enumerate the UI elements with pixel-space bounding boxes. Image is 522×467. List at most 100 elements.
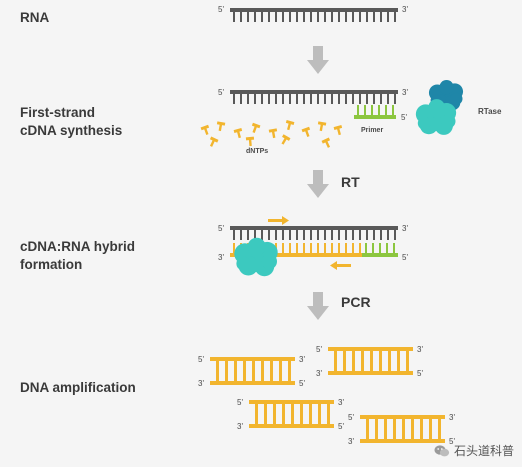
rna-template-base <box>331 12 333 22</box>
dna-duplex-2-base-pair <box>397 351 400 371</box>
duplex-1-5prime-right: 5' <box>299 379 305 388</box>
dntp-4-stem <box>271 130 276 139</box>
rna-template-3-base <box>261 230 263 240</box>
rna-template-2-base <box>275 94 277 104</box>
rna-template-base <box>247 12 249 22</box>
rna-template-base <box>359 12 361 22</box>
dna-duplex-3-base-pair <box>273 404 276 424</box>
rna-5prime: 5' <box>218 5 224 14</box>
rna-template-2-base <box>331 94 333 104</box>
dna-duplex-4-base-pair <box>420 419 423 439</box>
rna-template-base <box>303 12 305 22</box>
step-label-amplification: DNA amplification <box>20 380 136 395</box>
dntp-5-stem <box>287 122 292 131</box>
rna-template-3 <box>230 226 398 240</box>
rna-template-3-base <box>303 230 305 240</box>
cdna-strand-base <box>289 243 291 253</box>
cdna-strand-base <box>359 243 361 253</box>
dna-duplex-4 <box>360 415 445 443</box>
dntp-5-bar <box>285 120 295 126</box>
dna-duplex-2-base-pair <box>361 351 364 371</box>
down-arrow-pcr-shaft <box>313 292 323 306</box>
down-arrow-rt-shaft <box>313 170 323 184</box>
primer-5prime: 5' <box>401 113 407 122</box>
dntp-9-bar <box>209 136 219 143</box>
rna-3prime: 3' <box>402 5 408 14</box>
dntp-1-stem <box>218 123 223 132</box>
cdna-rna-hybrid-group <box>230 216 398 277</box>
rna-template-base <box>296 12 298 22</box>
direction-arrow-top-head <box>282 216 289 225</box>
dntp-6-bar <box>301 126 311 133</box>
dna-duplex-4-base-pair <box>384 419 387 439</box>
dntp-11 <box>281 134 291 145</box>
down-arrow-rt-head <box>307 184 329 198</box>
rna-template-2-base <box>233 94 235 104</box>
dntp-3-stem <box>252 125 258 133</box>
direction-arrow-bottom-shaft <box>337 264 351 267</box>
dna-duplex-4-base-pair <box>375 419 378 439</box>
dntp-12-bar <box>321 137 331 144</box>
dntp-10-bar <box>245 136 255 141</box>
rna-template-base <box>240 12 242 22</box>
rtase-enzyme-2-lobe <box>261 253 277 270</box>
dntp-12-stem <box>324 140 331 148</box>
rna-template-3-base <box>380 230 382 240</box>
rna-strand <box>230 8 398 22</box>
dna-duplex-1-base-pair <box>252 361 255 381</box>
rna-template-2-base <box>380 94 382 104</box>
strand-end-labels: 5'3'5'3'5'5'3'3'5'5'3'3'5'5'3'3'5'5'3'3'… <box>198 5 455 446</box>
dntp-0-stem <box>203 127 209 135</box>
step-label-hybrid: cDNA:RNA hybrid formation <box>20 238 135 274</box>
rtase-enzyme-2-lobe <box>247 237 266 256</box>
rtase-enzyme-blue-lobe <box>439 80 454 95</box>
cdna-strand-base <box>282 243 284 253</box>
duplex-4-3prime-left: 3' <box>348 437 354 446</box>
dntp-11-stem <box>281 137 288 145</box>
rna-template-2-base <box>254 94 256 104</box>
rna-template-2 <box>230 90 398 104</box>
rna-template-base <box>338 12 340 22</box>
dna-duplex-4-base-pair <box>393 419 396 439</box>
rna-template-2-base <box>268 94 270 104</box>
watermark: 石头道科普 <box>434 442 514 459</box>
rna-template-base <box>387 12 389 22</box>
dntp-0-bar <box>200 124 210 131</box>
dntp-2-bar <box>233 128 243 134</box>
dna-duplex-4-base-pair <box>411 419 414 439</box>
primer-strand-2-base <box>393 243 395 253</box>
rna-template-base <box>233 12 235 22</box>
dntp-7-stem <box>319 123 324 132</box>
dna-duplex-1-base-pair <box>279 361 282 381</box>
dna-duplex-3-base-pair <box>309 404 312 424</box>
dna-duplex-2 <box>328 347 413 375</box>
dntp-5 <box>285 120 295 131</box>
rna-template-2-base <box>359 94 361 104</box>
dna-duplex-1-top-strand <box>210 357 295 361</box>
rna-template-3-base <box>310 230 312 240</box>
dntp-2 <box>233 128 243 139</box>
primer-strand-2-backbone <box>362 253 398 257</box>
dna-duplex-1-base-pair <box>288 361 291 381</box>
dna-duplex-4-base-pair <box>366 419 369 439</box>
rna-template-base <box>380 12 382 22</box>
duplex-2-5prime-left: 5' <box>316 345 322 354</box>
duplex-1-3prime-right: 3' <box>299 355 305 364</box>
dntp-9-stem <box>209 139 216 147</box>
rtase-label: RTase <box>478 107 502 116</box>
rna-template-base <box>317 12 319 22</box>
rna-template-3-base <box>373 230 375 240</box>
rna-template-base <box>345 12 347 22</box>
hybrid-bottom-5prime: 5' <box>402 253 408 262</box>
rna-template-3-backbone <box>230 226 398 230</box>
rna-template-2-base <box>247 94 249 104</box>
primer-strand-2 <box>362 243 398 257</box>
rna-template-2-base <box>394 94 396 104</box>
down-arrow-1-shaft <box>313 46 323 60</box>
step-label-first-strand-line2: cDNA synthesis <box>20 123 123 138</box>
watermark-text: 石头道科普 <box>453 444 514 458</box>
rna-template-3-base <box>289 230 291 240</box>
dntp-0 <box>200 124 210 135</box>
primer-strand-base <box>385 105 387 115</box>
dna-duplex-2-base-pair <box>406 351 409 371</box>
